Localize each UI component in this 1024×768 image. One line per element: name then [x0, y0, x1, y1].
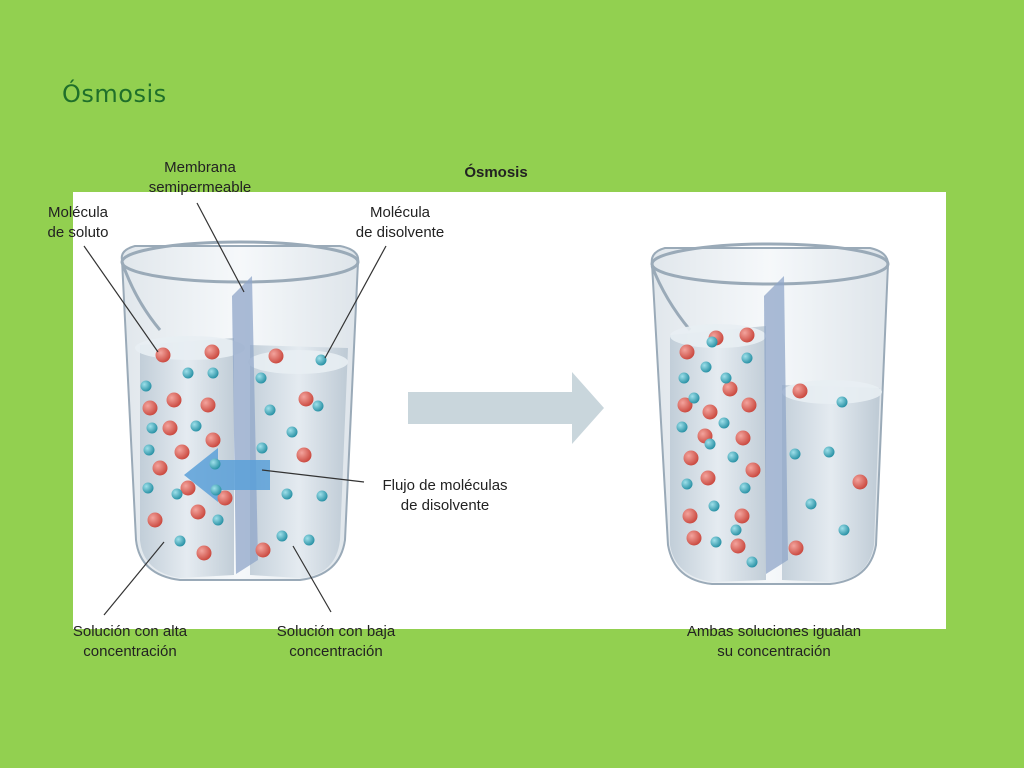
solute-molecule [166, 392, 182, 408]
solute-molecule [296, 447, 312, 463]
solvent-molecule [805, 498, 817, 510]
solute-molecule [147, 512, 163, 528]
solvent-molecule [315, 354, 327, 366]
solvent-molecule [730, 524, 742, 536]
solvent-molecule [286, 426, 298, 438]
solute-molecule [741, 397, 757, 413]
right-beaker [650, 242, 890, 585]
solute-molecule [205, 432, 221, 448]
solvent-molecule [207, 367, 219, 379]
solute-molecule [788, 540, 804, 556]
solvent-molecule [676, 421, 688, 433]
solute-molecule [682, 508, 698, 524]
left-beaker [120, 240, 360, 581]
solute-molecule [298, 391, 314, 407]
membrane-right [764, 276, 788, 574]
solvent-molecule [789, 448, 801, 460]
solute-molecule [700, 470, 716, 486]
solute-molecule [739, 327, 755, 343]
solvent-molecule [720, 372, 732, 384]
solvent-molecule [741, 352, 753, 364]
solute-molecule [792, 383, 808, 399]
solute-molecule [735, 430, 751, 446]
solute-molecule [702, 404, 718, 420]
solvent-molecule [212, 514, 224, 526]
solvent-molecule [836, 396, 848, 408]
solvent-molecule [182, 367, 194, 379]
diagram-heading: Ósmosis [464, 164, 528, 181]
solvent-molecule [823, 446, 835, 458]
solvent-molecule [710, 536, 722, 548]
solvent-molecule [746, 556, 758, 568]
solvent-molecule [708, 500, 720, 512]
solute-molecule [217, 490, 233, 506]
solvent-molecule [706, 336, 718, 348]
membrane [232, 276, 258, 574]
solute-molecule [255, 542, 271, 558]
solute-molecule [686, 530, 702, 546]
solute-molecule [174, 444, 190, 460]
solvent-molecule [256, 442, 268, 454]
solute-molecule [745, 462, 761, 478]
solvent-molecule [681, 478, 693, 490]
solvent-molecule [143, 444, 155, 456]
molecules [140, 327, 868, 568]
slide-title: Ósmosis [62, 80, 167, 108]
solvent-molecule [838, 524, 850, 536]
solvent-molecule [190, 420, 202, 432]
solute-molecule [679, 344, 695, 360]
solvent-molecule [276, 530, 288, 542]
solvent-molecule [146, 422, 158, 434]
solvent-molecule [718, 417, 730, 429]
solvent-molecule [727, 451, 739, 463]
solute-molecule [196, 545, 212, 561]
solute-molecule [683, 450, 699, 466]
solute-molecule [162, 420, 178, 436]
solute-molecule [852, 474, 868, 490]
solute-molecule [190, 504, 206, 520]
solute-molecule [677, 397, 693, 413]
solute-molecule [268, 348, 284, 364]
solvent-molecule [688, 392, 700, 404]
leader-lines [83, 202, 387, 616]
solute-molecule [180, 480, 196, 496]
solvent-molecule [316, 490, 328, 502]
solvent-molecule [142, 482, 154, 494]
solvent-molecule [171, 488, 183, 500]
solvent-molecule [209, 458, 221, 470]
solvent-molecule [312, 400, 324, 412]
solvent-molecule [281, 488, 293, 500]
flow-arrow [184, 448, 270, 502]
solute-molecule [204, 344, 220, 360]
solvent-molecule [255, 372, 267, 384]
solute-molecule [155, 347, 171, 363]
solvent-molecule [303, 534, 315, 546]
solvent-molecule [739, 482, 751, 494]
process-arrow [408, 372, 604, 444]
solvent-molecule [264, 404, 276, 416]
solute-molecule [722, 381, 738, 397]
solvent-molecule [140, 380, 152, 392]
solute-molecule [200, 397, 216, 413]
solute-molecule [734, 508, 750, 524]
solute-molecule [730, 538, 746, 554]
solvent-molecule [704, 438, 716, 450]
solute-molecule [152, 460, 168, 476]
solvent-molecule [678, 372, 690, 384]
solvent-molecule [210, 484, 222, 496]
solvent-molecule [174, 535, 186, 547]
solute-molecule [142, 400, 158, 416]
solvent-molecule [700, 361, 712, 373]
